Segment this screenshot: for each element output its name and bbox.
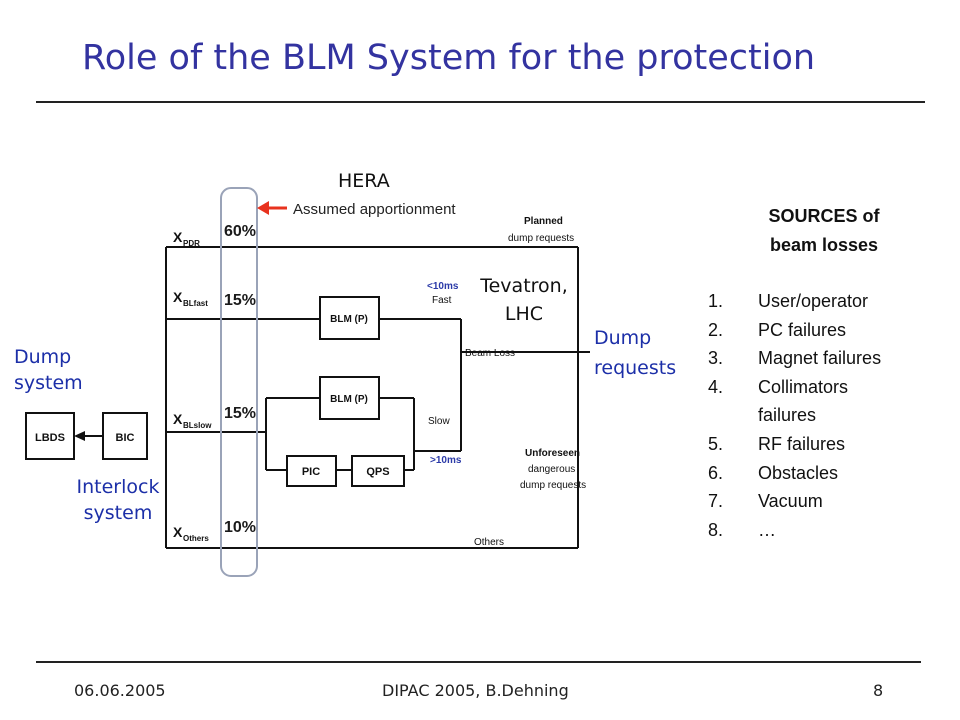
footer-divider bbox=[36, 661, 921, 663]
slow-label: Slow bbox=[428, 416, 450, 427]
footer-page-number: 8 bbox=[873, 681, 884, 700]
list-text: … bbox=[758, 519, 776, 540]
list-item: 3. Magnet failures bbox=[708, 344, 958, 373]
list-text: Collimators failures bbox=[758, 376, 849, 426]
sources-title-line2: beam losses bbox=[769, 235, 879, 255]
bic-box: BIC bbox=[116, 432, 135, 444]
x-others-symbol: X bbox=[173, 524, 183, 540]
list-number: 8. bbox=[708, 519, 724, 540]
list-text: Obstacles bbox=[758, 462, 839, 483]
list-number: 7. bbox=[708, 491, 724, 512]
list-text: RF failures bbox=[758, 433, 846, 454]
tevatron-label-line1: Tevatron, bbox=[480, 275, 568, 297]
assumed-apportionment-label: Assumed apportionment bbox=[293, 201, 456, 218]
blm-slow-box: BLM (P) bbox=[330, 394, 368, 405]
list-text: Vacuum bbox=[758, 491, 823, 512]
sources-title-line1: SOURCES of bbox=[768, 206, 880, 226]
dump-system-label: Dump system bbox=[14, 344, 83, 396]
list-item: 8. … bbox=[708, 516, 958, 545]
percent-blfast: 15% bbox=[224, 292, 256, 309]
dump-requests-line1: Dump bbox=[594, 327, 652, 349]
tevatron-label-line2: LHC bbox=[504, 303, 544, 325]
list-text: Magnet failures bbox=[758, 348, 882, 369]
list-number: 3. bbox=[708, 348, 724, 369]
beam-loss-label: Beam Loss bbox=[465, 348, 515, 359]
hera-label: HERA bbox=[338, 170, 390, 192]
list-number: 1. bbox=[708, 291, 724, 311]
dump-system-line1: Dump bbox=[14, 346, 72, 368]
list-item: 7. Vacuum bbox=[708, 487, 958, 516]
interlock-system-label: Interlock system bbox=[72, 474, 164, 526]
x-pdr-subscript: PDR bbox=[183, 239, 200, 248]
dump-system-line2: system bbox=[14, 372, 83, 394]
list-number: 5. bbox=[708, 433, 724, 454]
blm-fast-box: BLM (P) bbox=[330, 314, 368, 325]
list-number: 4. bbox=[708, 376, 724, 397]
pic-box: PIC bbox=[302, 466, 320, 478]
list-item: 6. Obstacles bbox=[708, 459, 958, 488]
unforeseen-label-2: dangerous bbox=[528, 464, 575, 475]
x-blslow-subscript: BLslow bbox=[183, 421, 212, 430]
slide-title: Role of the BLM System for the protectio… bbox=[82, 38, 816, 78]
interlock-line2: system bbox=[83, 502, 153, 524]
list-number: 6. bbox=[708, 462, 724, 483]
x-blfast-subscript: BLfast bbox=[183, 299, 208, 308]
qps-box: QPS bbox=[366, 466, 389, 478]
fast-time-label: <10ms bbox=[427, 281, 459, 292]
unforeseen-label: Unforeseen bbox=[525, 448, 580, 459]
x-blfast-symbol: X bbox=[173, 289, 183, 305]
list-number: 2. bbox=[708, 319, 724, 340]
list-item: 2. PC failures bbox=[708, 316, 958, 345]
x-others-subscript: Others bbox=[183, 534, 209, 543]
footer-date: 06.06.2005 bbox=[74, 681, 166, 700]
title-divider bbox=[36, 101, 925, 103]
apportionment-highlight bbox=[220, 187, 258, 577]
interlock-line1: Interlock bbox=[76, 476, 160, 498]
percent-blslow: 15% bbox=[224, 405, 256, 422]
planned-label: Planned bbox=[524, 216, 563, 227]
unforeseen-label-3: dump requests bbox=[520, 480, 586, 491]
slow-time-label: >10ms bbox=[430, 455, 462, 466]
percent-others: 10% bbox=[224, 519, 256, 536]
sources-list: 1. User/operator 2. PC failures 3. Magnet f… bbox=[708, 287, 958, 544]
apportionment-arrow-icon bbox=[257, 201, 287, 215]
list-text: PC failures bbox=[758, 319, 847, 340]
dump-requests-line2: requests bbox=[594, 357, 677, 379]
list-item: 1. User/operator bbox=[708, 287, 958, 316]
others-label: Others bbox=[474, 537, 504, 548]
tevatron-lhc-label: Tevatron, LHC bbox=[470, 272, 578, 328]
list-item: 5. RF failures bbox=[708, 430, 958, 459]
dump-requests-label: Dump requests bbox=[594, 323, 676, 383]
percent-pdr: 60% bbox=[224, 223, 256, 240]
footer-conference: DIPAC 2005, B.Dehning bbox=[382, 681, 569, 700]
lbds-box: LBDS bbox=[35, 432, 65, 444]
list-text: User/operator bbox=[758, 291, 869, 311]
fast-label: Fast bbox=[432, 295, 452, 306]
planned-label-2: dump requests bbox=[508, 233, 574, 244]
x-blslow-symbol: X bbox=[173, 411, 183, 427]
sources-title: SOURCES of beam losses bbox=[738, 202, 910, 260]
x-pdr-symbol: X bbox=[173, 229, 183, 245]
list-item: 4. Collimators failures bbox=[708, 373, 898, 430]
